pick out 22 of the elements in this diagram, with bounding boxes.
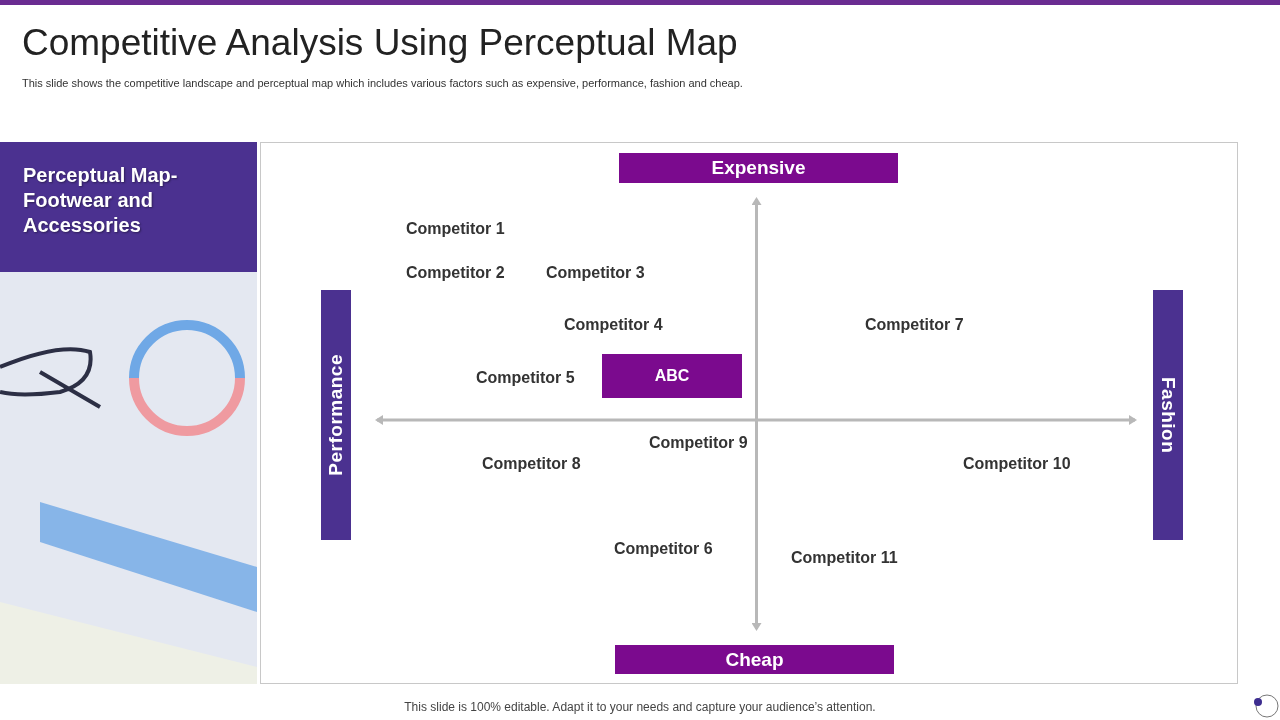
competitor-label: Competitor 9 bbox=[649, 434, 748, 452]
competitor-label: Competitor 5 bbox=[476, 369, 575, 387]
competitor-label: Competitor 8 bbox=[482, 455, 581, 473]
competitor-label: Competitor 1 bbox=[406, 220, 505, 238]
slide-title: Competitive Analysis Using Perceptual Map bbox=[22, 22, 738, 64]
competitor-label: Competitor 7 bbox=[865, 316, 964, 334]
brand-position-box: ABC bbox=[602, 354, 742, 398]
competitor-label: Competitor 4 bbox=[564, 316, 663, 334]
competitor-label: Competitor 10 bbox=[963, 455, 1071, 473]
competitor-label: Competitor 6 bbox=[614, 540, 713, 558]
footer-note: This slide is 100% editable. Adapt it to your needs and capture your audience’s attention. bbox=[404, 700, 876, 714]
axis-label-bar: Performance bbox=[321, 290, 351, 540]
axis-arrow bbox=[375, 415, 1137, 425]
axis-label-bar: Fashion bbox=[1153, 290, 1183, 540]
axis-label-bar: Cheap bbox=[615, 645, 894, 674]
axis-arrow bbox=[751, 197, 762, 631]
heading-panel: Perceptual Map- Footwear and Accessories bbox=[0, 142, 257, 272]
competitor-label: Competitor 11 bbox=[791, 549, 898, 567]
competitor-label: Competitor 2 bbox=[406, 264, 505, 282]
competitor-label: Competitor 3 bbox=[546, 264, 645, 282]
axis-label-bar: Expensive bbox=[619, 153, 898, 183]
subtitle: This slide shows the competitive landscape and perceptual map which includes various factors such as expensive, performance, fashion and cheap. bbox=[22, 77, 743, 89]
